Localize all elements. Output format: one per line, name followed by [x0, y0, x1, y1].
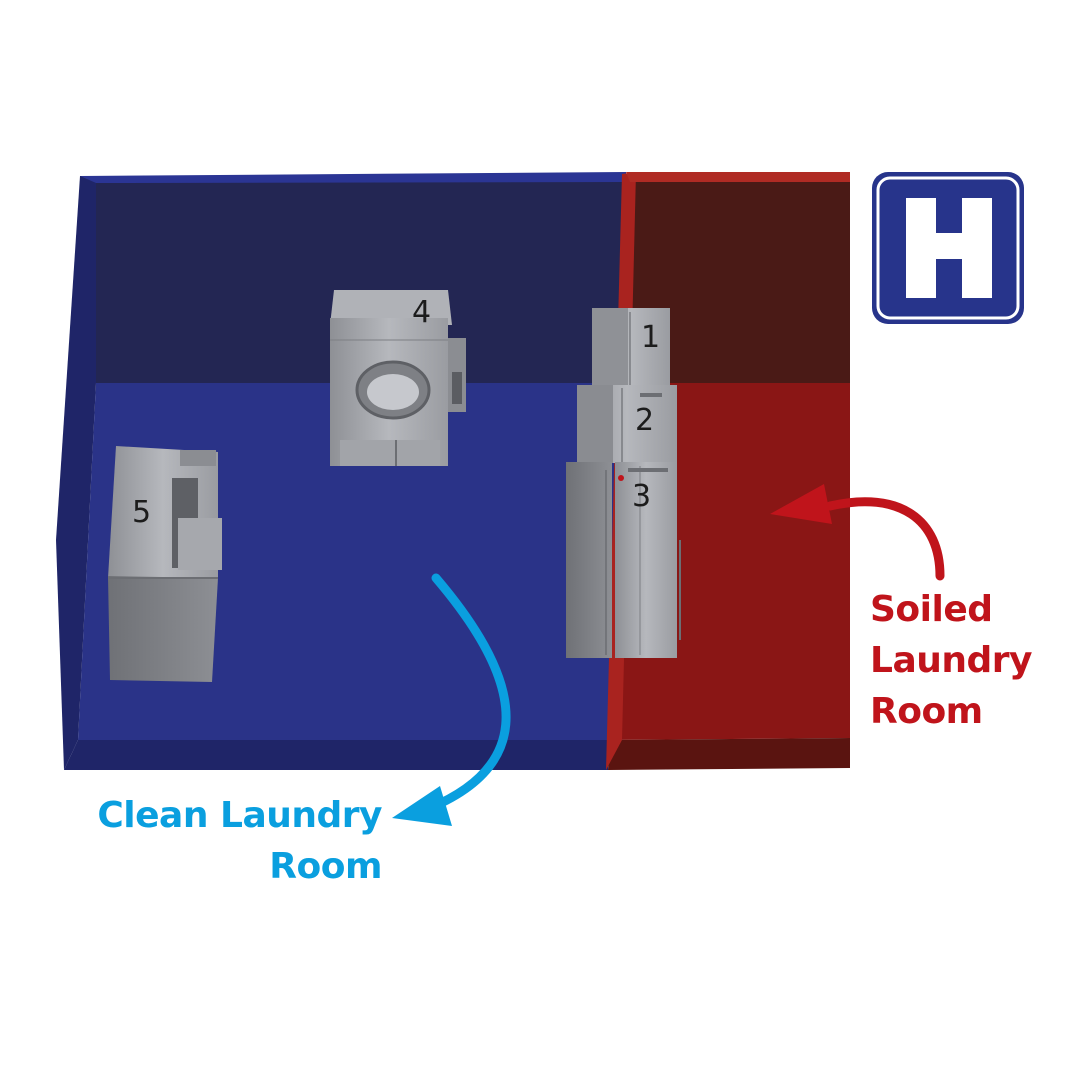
soiled-room-front-wall	[608, 738, 850, 770]
soiled-label-line-1: Soiled	[870, 589, 993, 630]
soiled-room-back-wall	[626, 176, 850, 383]
clean-arrow-head-icon	[392, 786, 452, 826]
clean-laundry-room-label: Clean Laundry Room	[97, 790, 382, 892]
soiled-room-arrow	[770, 484, 945, 581]
machine-4-number: 4	[412, 295, 431, 330]
hospital-h-icon	[906, 198, 992, 298]
clean-room-front-wall	[64, 740, 610, 770]
clean-room-top-edge	[80, 172, 626, 183]
clean-room-back-wall	[80, 176, 626, 383]
soiled-laundry-room-label: Soiled Laundry Room	[870, 584, 1032, 737]
machine-1: 1	[592, 308, 670, 388]
machine-5-number: 5	[132, 495, 151, 530]
machine-5: 5	[108, 446, 222, 682]
hospital-sign	[872, 172, 1024, 324]
machine-3-number: 3	[632, 479, 651, 514]
clean-room-arrow	[392, 573, 511, 826]
soiled-arrow-head-icon	[770, 484, 832, 524]
clean-label-line-2: Room	[269, 846, 382, 888]
soiled-label-line-3: Room	[870, 691, 983, 733]
machine-2-number: 2	[635, 403, 654, 438]
clean-room-left-wall	[56, 176, 96, 770]
soiled-room-top-edge	[626, 172, 850, 182]
machine-3: 3	[566, 462, 681, 658]
machine-1-number: 1	[641, 320, 660, 355]
clean-label-line-1: Clean Laundry	[97, 795, 382, 836]
machine-4: 4	[330, 290, 466, 466]
soiled-label-line-2: Laundry	[870, 640, 1032, 682]
machine-2: 2	[577, 385, 677, 463]
